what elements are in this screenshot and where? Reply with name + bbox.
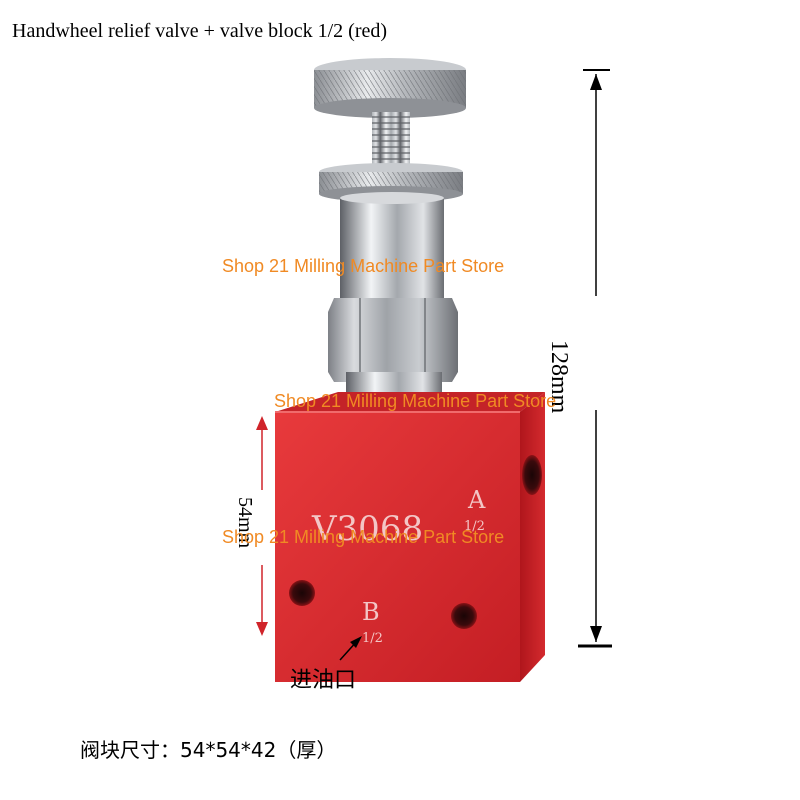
block-model-label: V3068 (311, 509, 423, 549)
block-dimension-line (256, 416, 268, 636)
block-dimension-label: 54mm (234, 497, 256, 549)
port-a-size: 1/2 (464, 519, 485, 534)
bottom-ring (346, 372, 442, 394)
port-b-label: B (362, 598, 380, 626)
valve-bonnet (340, 192, 444, 298)
block-size-text: 阀块尺寸：54*54*42（厚） (80, 738, 337, 762)
valve-block: V3068 A 1/2 B 1/2 (275, 392, 545, 682)
height-dimension-label: 128mm (546, 340, 572, 414)
hex-body (328, 298, 458, 382)
port-b-size: 1/2 (362, 631, 383, 646)
inlet-arrow (339, 636, 362, 661)
inlet-label: 进油口 (290, 668, 357, 693)
height-dimension-line (578, 69, 612, 648)
handwheel-knob (314, 58, 466, 118)
port-a-label: A (467, 486, 486, 514)
product-title: Handwheel relief valve + valve block 1/2… (12, 20, 388, 42)
